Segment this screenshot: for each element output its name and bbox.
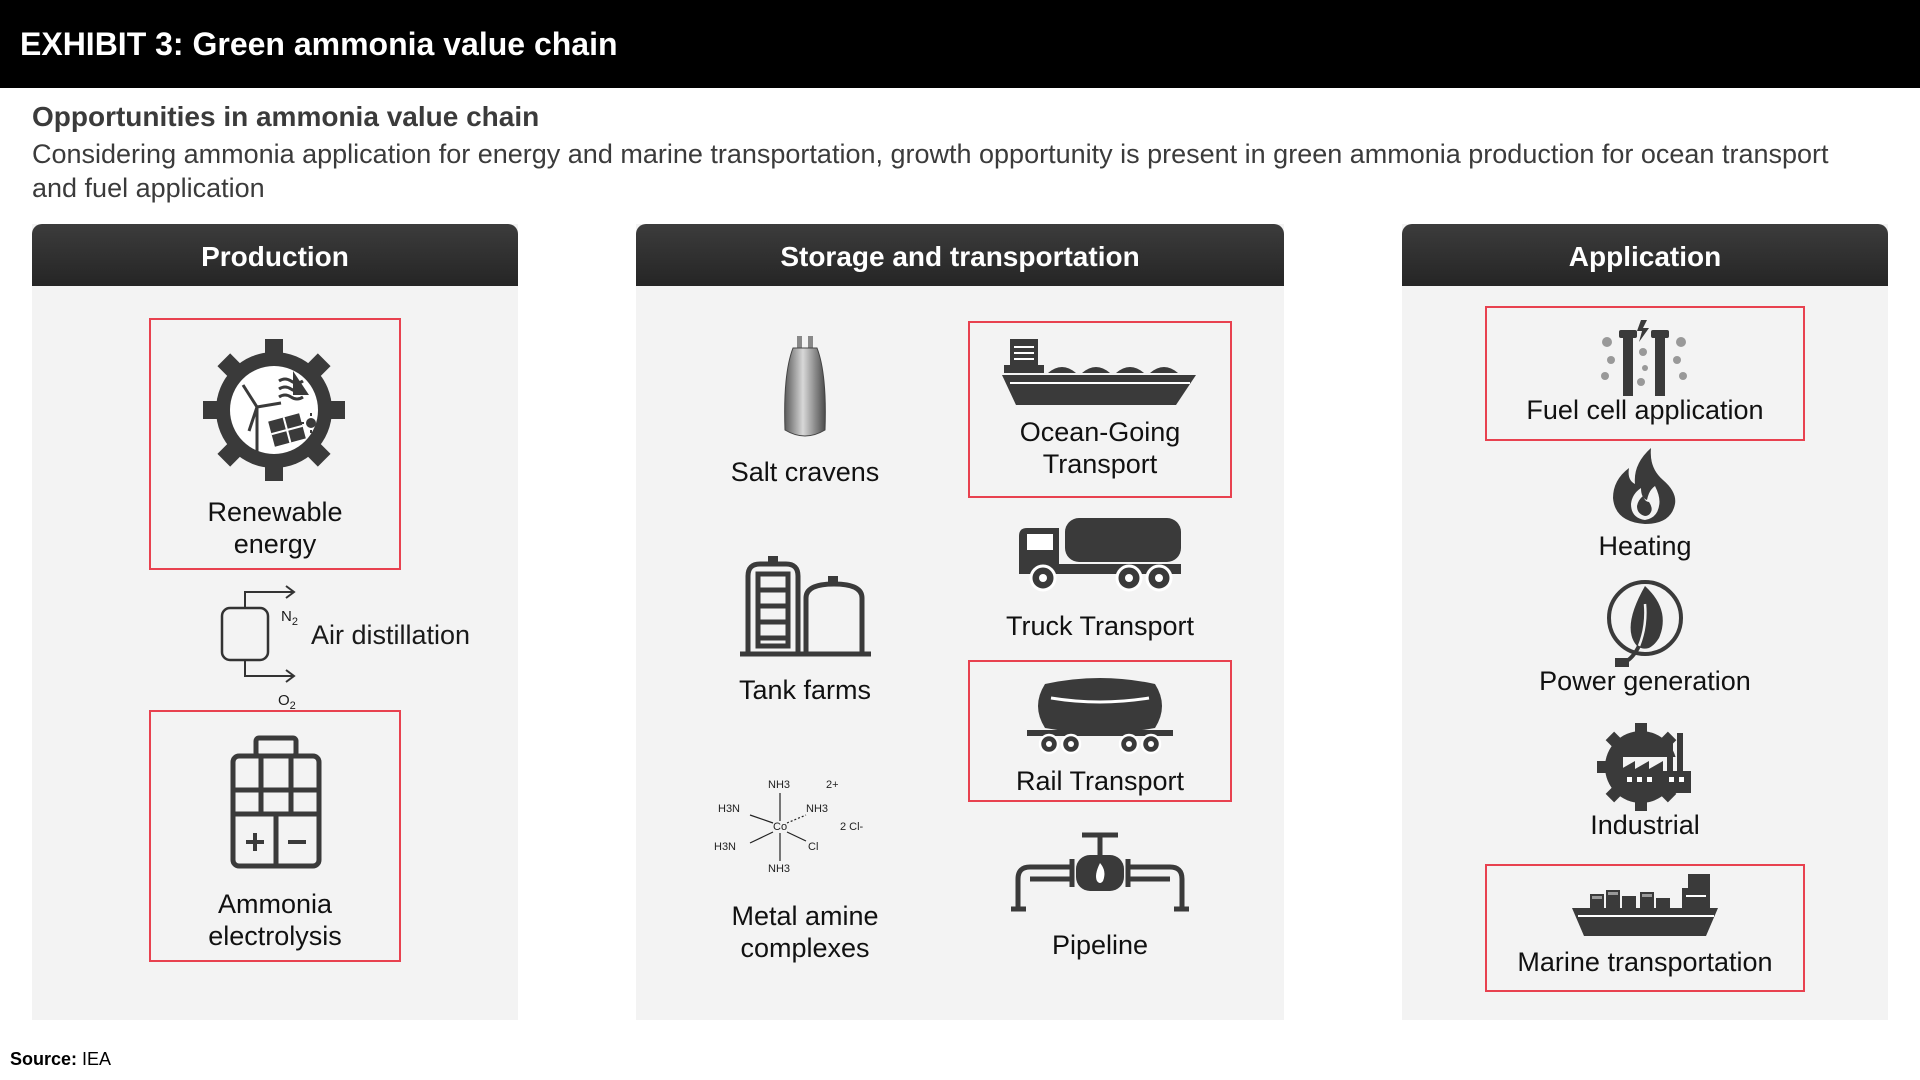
marine-transportation-label: Marine transportation <box>1517 947 1773 977</box>
factory-gear-icon <box>1597 723 1693 811</box>
gas-cylinder-icon <box>784 336 826 437</box>
electrolysis-label-1: Ammonia <box>217 889 333 919</box>
o2-label: O2 <box>278 692 296 712</box>
source-note: Source: IEA <box>10 1049 112 1069</box>
ocean-transport-box: Ocean-Going Transport <box>968 321 1232 498</box>
rail-tank-car-icon <box>1027 678 1173 755</box>
power-generation-label: Power generation <box>1539 666 1751 696</box>
page-subtitle: Opportunities in ammonia value chain <box>32 101 540 132</box>
renewable-label-2: energy <box>233 529 317 559</box>
fuel-cell-box: Fuel cell application <box>1485 306 1805 441</box>
exhibit-title: EXHIBIT 3: Green ammonia value chain <box>0 0 1920 88</box>
distillation-column-icon <box>220 585 296 683</box>
application-column: Application Fuel cell application Heatin <box>1402 224 1888 1020</box>
production-header: Production <box>32 224 518 286</box>
cargo-ship-icon <box>1572 874 1718 936</box>
ocean-label-2: Transport <box>1042 449 1158 479</box>
application-header: Application <box>1402 224 1888 286</box>
storage-column: Storage and transportation Salt cravens <box>636 224 1284 1020</box>
ocean-label-1: Ocean-Going <box>1019 417 1181 447</box>
rail-transport-label: Rail Transport <box>1015 766 1185 796</box>
industrial-label: Industrial <box>1590 810 1700 840</box>
salt-cravens-item: Salt cravens <box>690 334 920 487</box>
tanker-truck-icon <box>1019 518 1181 592</box>
fuel-cell-icon <box>1601 320 1687 396</box>
metal-amine-label-2: complexes <box>740 933 870 963</box>
lng-ship-icon <box>1002 339 1196 405</box>
page-description: Considering ammonia application for ener… <box>32 139 1829 203</box>
truck-transport-label: Truck Transport <box>1005 611 1195 641</box>
renewable-energy-box: Renewable energy <box>149 318 401 570</box>
industrial-item: Industrial <box>1485 719 1805 840</box>
renewable-label-1: Renewable <box>207 497 343 527</box>
tank-farms-item: Tank farms <box>690 554 920 705</box>
heating-item: Heating <box>1485 446 1805 561</box>
rail-transport-box: Rail Transport <box>968 660 1232 802</box>
cobalt-complex-icon: NH3 2+ H3N NH3 Co 2 Cl- H3N Cl NH3 <box>714 779 864 875</box>
tank-farms-label: Tank farms <box>738 675 872 705</box>
n2-label: N2 <box>281 608 298 628</box>
air-distillation-group: N2 O2 Air distillation <box>212 584 512 712</box>
electrolysis-label-2: electrolysis <box>208 921 342 951</box>
pipeline-valve-icon <box>1011 832 1189 912</box>
pipeline-label: Pipeline <box>1051 930 1149 960</box>
heating-label: Heating <box>1598 531 1692 561</box>
salt-cravens-label: Salt cravens <box>730 457 880 487</box>
electrolyzer-icon <box>230 735 322 869</box>
fuel-cell-label: Fuel cell application <box>1526 395 1764 425</box>
leaf-plug-icon <box>1607 580 1683 667</box>
power-generation-item: Power generation <box>1485 576 1805 696</box>
production-column: Production <box>32 224 518 1020</box>
air-distillation-label: Air distillation <box>311 620 471 650</box>
marine-transportation-box: Marine transportation <box>1485 864 1805 992</box>
ammonia-electrolysis-box: Ammonia electrolysis <box>149 710 401 962</box>
metal-amine-label-1: Metal amine <box>731 901 879 931</box>
renewable-gear-icon <box>203 339 345 481</box>
storage-header: Storage and transportation <box>636 224 1284 286</box>
truck-transport-item: Truck Transport <box>968 514 1232 644</box>
pipeline-item: Pipeline <box>968 829 1232 969</box>
metal-amine-item: NH3 2+ H3N NH3 Co 2 Cl- H3N Cl NH3 Metal… <box>690 779 920 969</box>
flame-icon <box>1613 448 1676 524</box>
storage-tanks-icon <box>740 556 871 657</box>
